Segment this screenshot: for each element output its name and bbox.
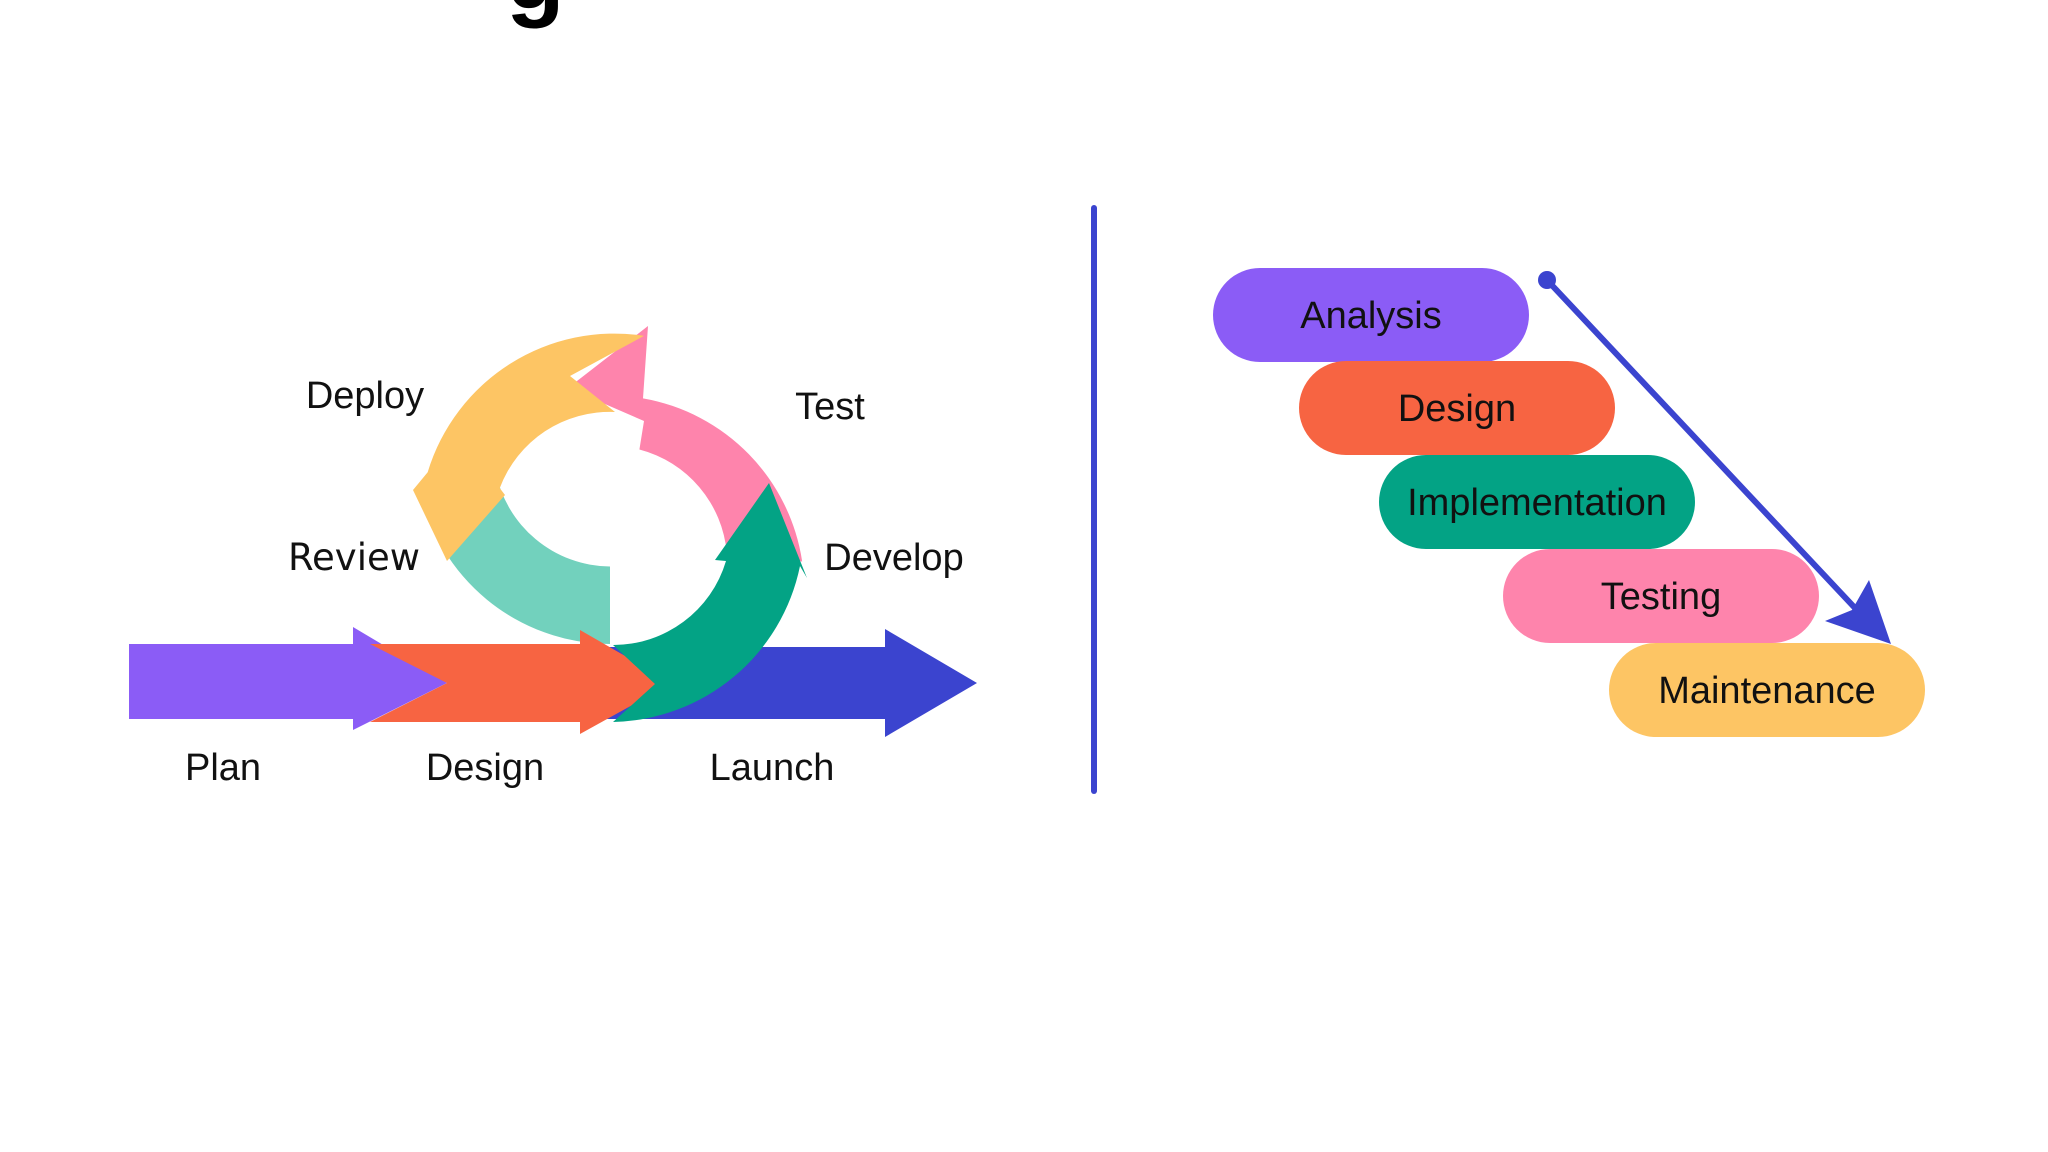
stage-pill-design xyxy=(1299,361,1615,455)
flow-arrow-line xyxy=(1544,277,1873,627)
title-fragment: g xyxy=(506,0,565,29)
agile-diagram: Deploy Test Review Develop Plan Design L… xyxy=(129,326,977,789)
develop-segment xyxy=(613,483,807,722)
flow-arrow-head xyxy=(1825,580,1891,644)
review-label: Review xyxy=(288,536,420,579)
deploy-label: Deploy xyxy=(306,375,424,417)
deploy-segment xyxy=(413,333,644,561)
design-arrow xyxy=(370,630,672,734)
stage-label-maintenance: Maintenance xyxy=(1658,670,1876,712)
stage-label-analysis: Analysis xyxy=(1300,295,1442,337)
waterfall-diagram: Analysis Design Implementation Testing M… xyxy=(1213,268,1925,737)
develop-label: Develop xyxy=(824,537,963,579)
stage-label-testing: Testing xyxy=(1601,576,1721,618)
design-label: Design xyxy=(426,747,544,789)
plan-label: Plan xyxy=(185,747,261,789)
stage-pill-maintenance xyxy=(1609,643,1925,737)
plan-arrow xyxy=(129,627,447,730)
stage-label-design: Design xyxy=(1398,388,1516,430)
stage-label-implementation: Implementation xyxy=(1407,482,1667,524)
test-segment xyxy=(568,326,803,562)
stage-pill-testing xyxy=(1503,549,1819,643)
test-label: Test xyxy=(795,386,865,428)
launch-label: Launch xyxy=(710,747,835,789)
stage-pill-implementation xyxy=(1379,455,1695,549)
stage-pill-analysis xyxy=(1213,268,1529,362)
